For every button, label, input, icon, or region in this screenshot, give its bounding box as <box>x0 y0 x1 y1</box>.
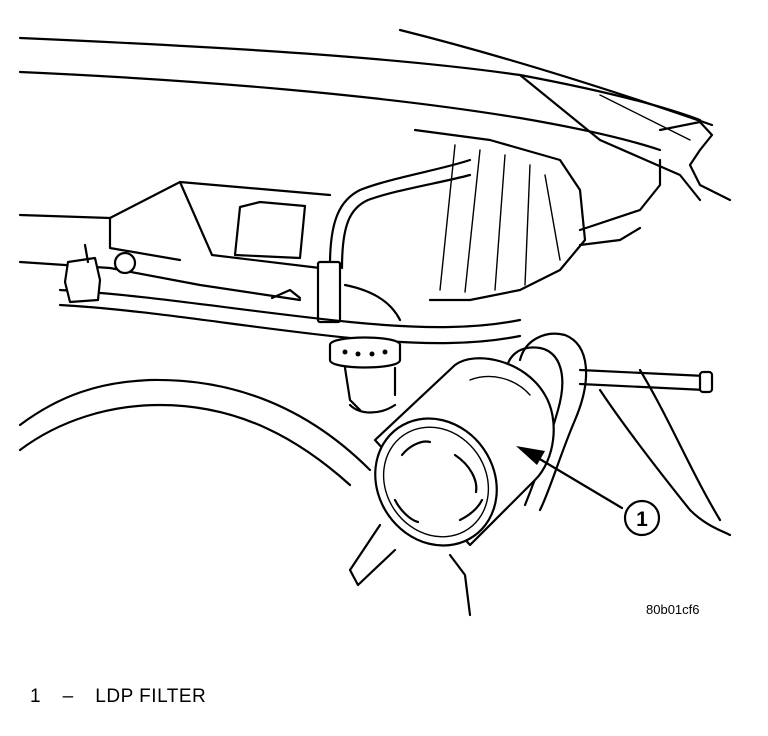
fuel-tank-shield <box>413 128 662 302</box>
vent-hose <box>316 158 472 324</box>
filter-bracket <box>348 523 472 617</box>
ldp-valve <box>328 336 402 414</box>
ldp-filter <box>373 357 555 547</box>
legend-label: LDP FILTER <box>95 686 207 707</box>
callout-1: 1 <box>516 446 661 537</box>
legend-dash: – <box>62 686 74 707</box>
callout-1-number: 1 <box>636 508 648 531</box>
lower-body-panel <box>18 368 732 537</box>
figure-id: 80b01cf6 <box>646 602 700 617</box>
frame-rail <box>18 180 332 302</box>
callout-1-circle <box>623 499 661 537</box>
legend: 1 – LDP FILTER <box>30 686 206 708</box>
line-clip <box>63 243 302 304</box>
vehicle-underbody-panel <box>18 28 732 202</box>
legend-number: 1 <box>30 686 42 707</box>
vapor-line <box>58 288 714 394</box>
